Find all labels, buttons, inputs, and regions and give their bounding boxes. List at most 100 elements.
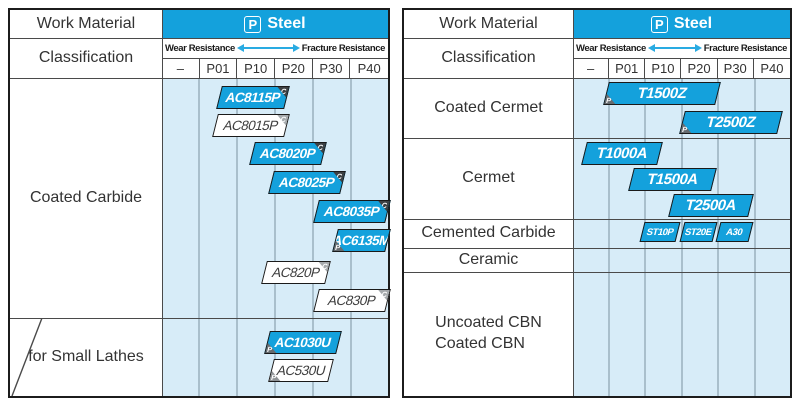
classification-header: Classification [441,49,536,66]
corner-mark-p-icon: P [603,93,619,105]
grade-tag: T2500Z P [678,111,783,134]
fracture-resistance-label: Fracture Resistance [301,42,386,54]
grade-tag-label: AC530U [275,363,328,378]
grade-tag-label: AC6135M [332,233,391,248]
classification-row-label: Cemented Carbide [404,219,573,248]
axis-divider [573,58,790,60]
grade-tag-label: AC8115P [223,90,282,105]
grade-tag-label: AC8035P [322,204,382,219]
grade-tag: T1000A [580,142,663,165]
fracture-resistance-label: Fracture Resistance [703,42,788,54]
grade-tag-label: ST20E [683,226,713,238]
work-material-header: Work Material [439,15,538,32]
resistance-axis: Wear Resistance Fracture Resistance [162,38,388,58]
iso-column-header: P20 [275,58,313,78]
column-stripe [573,78,610,396]
classification-row-label: Coated Carbide [10,78,162,318]
header-divider [404,38,790,40]
resistance-axis: Wear Resistance Fracture Resistance [573,38,790,58]
classification-row-label-text: Cermet [462,169,515,187]
wear-resistance-label: Wear Resistance [165,42,235,54]
grade-tag-label: A30 [724,226,744,238]
iso-column-header: P40 [760,60,784,76]
row-separator [404,219,790,221]
grade-tag-label: AC8025P [277,175,337,190]
work-material-header: Work Material [36,15,136,32]
iso-column-header: P10 [237,58,275,78]
corner-mark-c-icon: C [375,289,391,301]
grade-tag: T2500A [667,194,754,217]
grade-tag-label: T1500Z [635,85,689,102]
grade-tag-label: AC8020P [258,146,318,161]
grade-tag-label: T2500Z [703,114,757,131]
grade-tag-label: T2500A [683,197,738,214]
grade-tag: ST10P [639,222,681,242]
grade-chart-left: Work Material P Steel Classification Wea… [8,8,391,398]
iso-column-header: – [573,58,610,78]
row-separator [404,272,790,274]
row-separator [404,138,790,140]
column-divider [162,10,164,396]
row-separator [404,248,790,250]
grade-tag: T1500Z P [602,82,721,105]
classification-row-label: Coated Cermet [404,78,573,138]
classification-row-label-text: Uncoated CBN Coated CBN [435,314,542,352]
slanted-edge-line [11,318,43,396]
material-name: Steel [267,15,306,32]
classification-row-label-text: for Small Lathes [28,347,144,365]
header-divider [10,38,388,40]
iso-code-badge: P [244,15,262,33]
grade-tag: A30 [715,222,753,242]
double-arrow-icon [236,44,300,52]
colhead-divider [404,78,790,80]
classification-row-label-text: Coated Carbide [29,188,143,206]
axis-divider [162,58,388,60]
work-material-cell: P Steel [573,10,790,38]
iso-column-header: – [162,58,200,78]
iso-code-badge: P [650,15,668,33]
grade-tag: ST20E [679,222,717,242]
work-material-cell: P Steel [162,10,388,38]
iso-column-header: P30 [718,58,754,78]
classification-header: Classification [38,49,134,66]
classification-row-label: Ceramic [404,248,573,272]
classification-row-label: for Small Lathes [10,318,162,396]
corner-mark-p-icon: P [679,122,695,134]
iso-column-header: P10 [645,58,682,78]
iso-column-header: P20 [682,58,718,78]
row-separator [10,318,388,320]
double-arrow-icon [647,44,702,52]
iso-column-header: P01 [609,58,646,78]
classification-row-label-text: Cemented Carbide [421,224,556,242]
iso-column-header: P01 [200,58,238,78]
colhead-divider [10,78,388,80]
grade-tag-label: AC830P [326,293,378,308]
column-stripe [162,78,200,396]
grade-tag-label: ST10P [645,226,675,238]
grade-chart-right: Work Material P Steel Classification Wea… [402,8,792,398]
grade-tag-label: AC1030U [273,335,333,350]
iso-column-header: P30 [313,58,351,78]
grade-tag: T1500A [627,168,717,191]
wear-resistance-label: Wear Resistance [576,42,646,54]
grade-tag-label: T1500A [645,171,700,188]
classification-row-label-text: Ceramic [458,250,519,268]
column-divider [573,10,575,396]
classification-row-label: Cermet [404,138,573,219]
iso-column-header: P40 [357,60,381,76]
grade-tag-label: AC8015P [221,118,280,133]
classification-row-label: Uncoated CBN Coated CBN [404,272,573,396]
grade-tag-label: T1000A [594,145,650,162]
grade-tag-label: AC820P [270,265,322,280]
